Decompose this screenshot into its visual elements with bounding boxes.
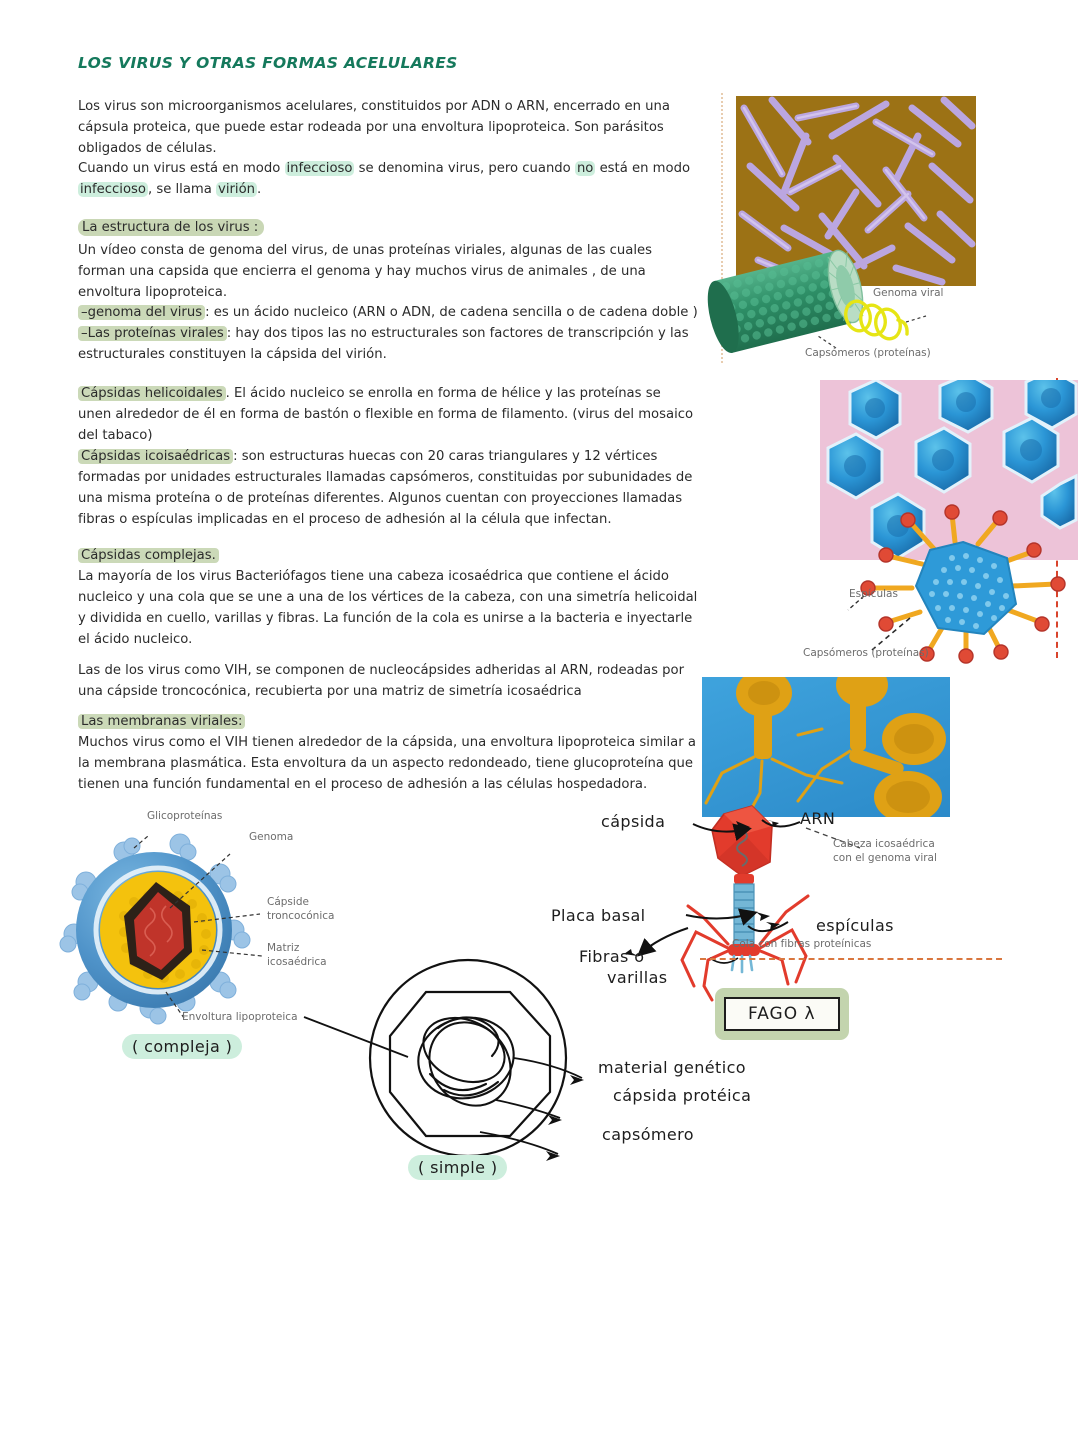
text-run: , se llama bbox=[147, 182, 217, 197]
leader-line-capsomeres bbox=[817, 335, 837, 349]
leader-line-matriz bbox=[201, 949, 263, 957]
leader-line-envoltura bbox=[165, 991, 185, 1019]
diagram-hiv-virion bbox=[59, 830, 302, 1050]
phage-section-separator bbox=[700, 958, 1002, 960]
spicule-knobs bbox=[860, 504, 1066, 664]
phage-annotation-arrows bbox=[560, 800, 1010, 1010]
caption-compleja-text: ( compleja ) bbox=[122, 1034, 243, 1059]
outer-circle bbox=[368, 958, 568, 1158]
fago-lambda-label: FAGO λ bbox=[724, 997, 840, 1031]
paragraph-membranas: Muchos virus como el VIH tienen alrededo… bbox=[78, 732, 698, 799]
label-capsomeros-helical: Capsómeros (proteínas) bbox=[805, 347, 931, 359]
label-placa-basal: Placa basal bbox=[551, 906, 646, 925]
capsid-polygon bbox=[388, 990, 552, 1138]
paragraph-helicoidales: Cápsidas helicoidales. El ácido nucleico… bbox=[78, 383, 698, 446]
heading-estructura-label: La estructura de los virus : bbox=[78, 219, 265, 236]
heading-membranas: Las membranas viriales: bbox=[78, 711, 698, 732]
label-arn: ARN bbox=[800, 809, 836, 828]
highlight-infeccioso-2: infeccioso bbox=[78, 182, 148, 197]
label-envoltura-lipoproteica: Envoltura lipoproteica bbox=[182, 1011, 298, 1023]
leader-line-genome bbox=[905, 315, 927, 323]
label-capside-troncoconica-line2: troncocónica bbox=[267, 910, 335, 922]
label-fibras-line2: varillas bbox=[607, 968, 668, 987]
label-espiculas-phage: espículas bbox=[816, 916, 894, 935]
diagram-simple-capsid bbox=[368, 940, 598, 1180]
label-capsida-proteica: cápsida protéica bbox=[613, 1086, 752, 1105]
paragraph-text: Un vídeo consta de genoma del virus, de … bbox=[78, 243, 652, 300]
highlight-no: no bbox=[574, 161, 596, 176]
leader-line-glycoproteins bbox=[133, 835, 149, 849]
text-run: Cuando un virus está en modo bbox=[78, 161, 285, 176]
label-genoma-hiv: Genoma bbox=[249, 831, 294, 843]
caption-simple-text: ( simple ) bbox=[408, 1155, 508, 1180]
caption-simple: ( simple ) bbox=[408, 1155, 508, 1180]
diagram-icosahedral-virion bbox=[760, 500, 1080, 664]
heading-membranas-virales: Las membranas viriales: bbox=[78, 714, 246, 729]
figure-divider-dotted-left bbox=[721, 93, 723, 363]
capsid-shell bbox=[914, 540, 1018, 636]
diagram-helical-capsid bbox=[707, 230, 1010, 370]
fago-lambda-box: FAGO λ bbox=[715, 988, 849, 1040]
text-run: . bbox=[257, 182, 262, 197]
text-run: está en modo bbox=[595, 161, 691, 176]
phage-tail-fibers bbox=[680, 894, 810, 1002]
phage-field bbox=[704, 677, 946, 817]
adenovirus-field bbox=[826, 380, 1078, 560]
label-capsomeros-icosahedral: Capsómeros (proteínas) bbox=[803, 647, 929, 659]
label-capside-troncoconica-line1: Cápside bbox=[267, 896, 309, 908]
text-run: : son estructuras huecas con 20 caras tr… bbox=[78, 449, 693, 527]
text-run: : hay dos tipos las no estructurales son… bbox=[78, 326, 689, 362]
label-genoma-viral: Genoma viral bbox=[873, 287, 944, 299]
label-espiculas: Espículas bbox=[849, 588, 898, 600]
text-run: . El ácido nucleico se enrolla en forma … bbox=[78, 386, 694, 443]
label-matriz-icosaedrica-line1: Matriz bbox=[267, 942, 300, 954]
label-cabeza-icosaedrica-line1: Cabeza icosaédrica bbox=[833, 838, 935, 850]
paragraph-text: La mayoría de los virus Bacteriófagos ti… bbox=[78, 569, 698, 647]
tmv-rod-field bbox=[738, 96, 976, 286]
paragraph-complejas: La mayoría de los virus Bacteriófagos ti… bbox=[78, 566, 698, 654]
bullet-proteinas: –Las proteínas virales: hay dos tipos la… bbox=[78, 323, 698, 365]
label-material-genetico: material genético bbox=[598, 1058, 746, 1077]
text-run: se denomina virus, pero cuando bbox=[354, 161, 575, 176]
paragraph-text: Muchos virus como el VIH tienen alrededo… bbox=[78, 735, 696, 792]
leader-line-spicules bbox=[847, 595, 865, 611]
paragraph-definition: Los virus son microorganismos acelulares… bbox=[78, 96, 698, 163]
micrograph-adenovirus bbox=[820, 380, 1078, 560]
diagram-bacteriophage bbox=[660, 800, 960, 1002]
micrograph-tmv-rods bbox=[736, 96, 976, 286]
paragraph-infectious: Cuando un virus está en modo infeccioso … bbox=[78, 158, 698, 200]
label-cola-fibras: Cola con fibras proteínicas bbox=[732, 938, 872, 950]
label-matriz-icosaedrica-line2: icosaédrica bbox=[267, 956, 327, 968]
paragraph-text: Las de los virus como VIH, se componen d… bbox=[78, 663, 685, 699]
heading-complejas: Cápsidas complejas. bbox=[78, 545, 698, 566]
highlight-infeccioso-1: infeccioso bbox=[284, 161, 355, 176]
leader-line-head bbox=[805, 827, 861, 849]
highlight-proteinas-virales: –Las proteínas virales bbox=[78, 326, 227, 341]
highlight-virion: virión bbox=[216, 182, 258, 197]
paragraph-icosaedricas: Cápsidas icoisaédricas: son estructuras … bbox=[78, 446, 698, 530]
page-title: LOS VIRUS Y OTRAS FORMAS ACELULARES bbox=[78, 54, 458, 72]
caption-compleja: ( compleja ) bbox=[122, 1034, 243, 1059]
highlight-genoma-virus: –genoma del virus bbox=[78, 305, 206, 320]
genetic-material-coil bbox=[417, 1016, 515, 1107]
label-capsomero: capsómero bbox=[602, 1125, 694, 1144]
label-cabeza-icosaedrica-line2: con el genoma viral bbox=[833, 852, 937, 864]
heading-capsidas-complejas: Cápsidas complejas. bbox=[78, 548, 219, 563]
label-capsida-phage: cápsida bbox=[601, 812, 666, 831]
micrograph-bacteriophages bbox=[702, 677, 950, 817]
label-fibras-line1: Fibras o bbox=[579, 947, 645, 966]
label-glicoproteinas: Glicoproteínas bbox=[147, 810, 223, 822]
paragraph-vih: Las de los virus como VIH, se componen d… bbox=[78, 660, 698, 706]
paragraph-text: Los virus son microorganismos acelulares… bbox=[78, 99, 670, 156]
text-run: : es un ácido nucleico (ARN o ADN, de ca… bbox=[205, 305, 698, 320]
paragraph-estructura: Un vídeo consta de genoma del virus, de … bbox=[78, 240, 698, 307]
heading-capsidas-helicoidales: Cápsidas helicoidales bbox=[78, 386, 226, 401]
bullet-genoma: –genoma del virus: es un ácido nucleico … bbox=[78, 302, 698, 323]
heading-capsidas-icosaedricas: Cápsidas icoisaédricas bbox=[78, 449, 234, 464]
phage-base-plate bbox=[728, 944, 760, 956]
heading-estructura: La estructura de los virus : bbox=[78, 217, 698, 238]
